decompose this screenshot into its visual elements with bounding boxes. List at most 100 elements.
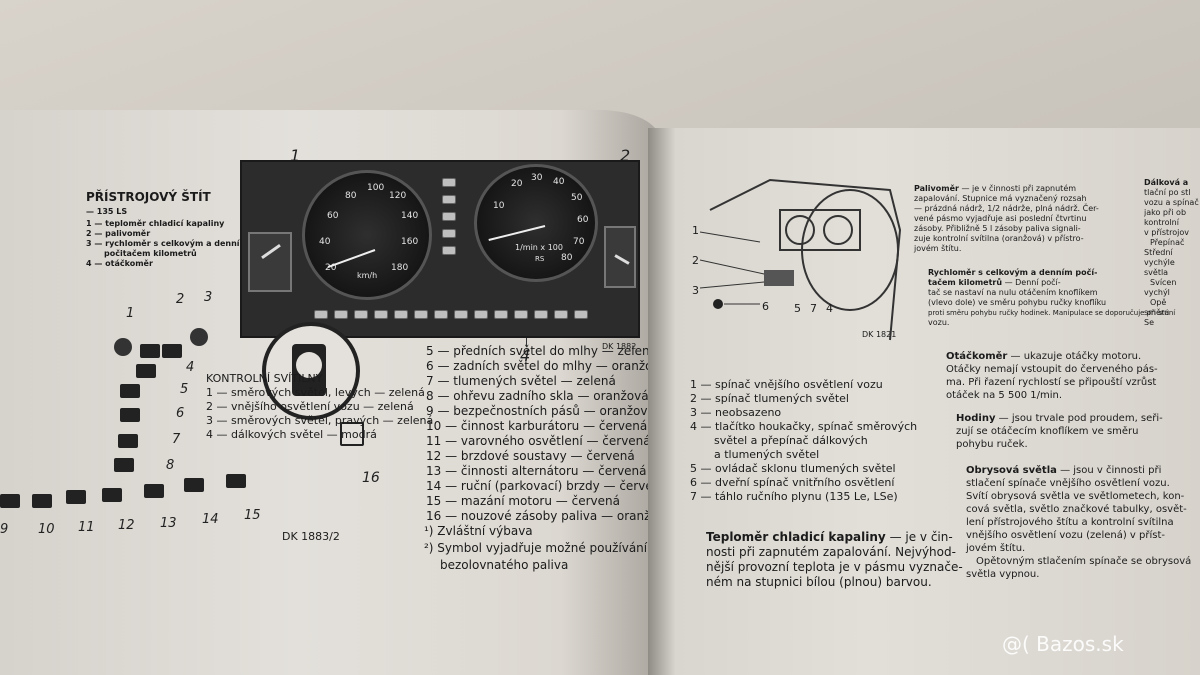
paragraph-line: — jsou v činnosti při — [1056, 465, 1162, 476]
fuel-reserve-large-icon — [262, 322, 360, 420]
diagram-number: 4 — [186, 360, 195, 375]
warning-lamp — [414, 310, 428, 319]
paragraph-line: — prázdná nádrž, 1/2 nádrže, plná nádrž.… — [914, 204, 1099, 213]
speedo-unit: km/h — [357, 271, 378, 280]
indicator-heading: KONTROLNÍ SVÍTILNY — [206, 372, 323, 385]
legend-line: 4 — otáčkoměr — [86, 259, 153, 268]
obrysova-paragraph: Obrysová světla — jsou v činnosti při st… — [966, 464, 1191, 581]
teplomer-paragraph: Teploměr chladicí kapaliny — je v čin- n… — [706, 530, 963, 590]
diagram-number: 2 — [176, 292, 185, 307]
rychlomer-title: Rychloměr s celkovým a denním počí- — [928, 268, 1098, 277]
rychlomer-paragraph: Rychloměr s celkovým a denním počí- tače… — [928, 268, 1175, 328]
cluster-code: DK 1882 — [602, 342, 637, 351]
tacho-tick: 60 — [577, 215, 589, 225]
footnote-line: bezolovnatého paliva — [440, 558, 569, 572]
dash-legend-line: 3 — neobsazeno — [690, 406, 782, 419]
warning-lamp — [474, 310, 488, 319]
footnotes: ¹) Zvláštní výbava ²) Symbol vyjadřuje m… — [424, 524, 647, 573]
paragraph-line: (vlevo dole) ve směru pohybu ručky knofl… — [928, 298, 1107, 307]
tacho-tick: 40 — [553, 177, 565, 187]
diagram-number: 16 — [362, 470, 380, 486]
speedo-tick: 160 — [401, 237, 419, 247]
paragraph-line: Přepínač — [1150, 238, 1185, 247]
seatbelt-icon — [0, 494, 20, 508]
legend-line: počitačem kilometrů — [104, 249, 197, 258]
callout-number: 1 — [290, 146, 301, 165]
diagram-number: 11 — [78, 520, 95, 535]
dash-callout: 6 — [762, 300, 769, 313]
paragraph-line: — je v činnosti při zapnutém — [958, 184, 1077, 193]
indicator-line: 8 — ohřevu zadního skla — oranžová — [426, 389, 649, 403]
paragraph-line: — ukazuje otáčky motoru. — [1007, 351, 1142, 362]
diagram-number: 15 — [244, 508, 261, 523]
paragraph-line: tlační po stl — [1144, 188, 1191, 197]
diagram-number: 12 — [118, 518, 135, 533]
dash-legend-line: 6 — dveřní spínač vnitřního osvětlení — [690, 476, 895, 489]
paragraph-line: lení přístrojového štítu a kontrolní sví… — [966, 517, 1174, 528]
fog-light-rear-icon — [120, 408, 140, 422]
paragraph-line: nosti při zapnutém zapalování. Nejvýhod- — [706, 545, 956, 559]
paragraph-line: jovém štítu. — [966, 543, 1026, 554]
paragraph-line: zásoby. Přibližně 5 l zásoby paliva sign… — [914, 224, 1081, 233]
oil-pressure-icon — [226, 474, 246, 488]
high-beam-icon — [136, 364, 156, 378]
fuel-reserve-small-icon — [340, 422, 364, 446]
teplomer-title: Teploměr chladicí kapaliny — [706, 530, 886, 544]
paragraph-line: proti směru pohybu ručky hodinek. Manipu… — [928, 309, 1176, 317]
left-turn-icon — [114, 338, 132, 356]
warning-lamp — [554, 310, 568, 319]
indicator-line: 16 — nouzové zásoby paliva — oranžová²) — [426, 509, 682, 523]
speedo-tick: 140 — [401, 211, 419, 221]
dash-callout: 3 — [692, 284, 699, 297]
dash-gauge-right — [823, 215, 853, 245]
paragraph-line: pohybu ruček. — [956, 439, 1028, 450]
hodiny-title: Hodiny — [956, 413, 996, 424]
fuel-gauge — [604, 226, 636, 288]
warning-lamp — [354, 310, 368, 319]
speedo-tick: 180 — [391, 263, 409, 273]
right-page — [648, 128, 1200, 675]
paragraph-line: zuje kontrolní svítilna (oranžová) v pří… — [914, 234, 1084, 243]
outside-light-icon — [140, 344, 160, 358]
warning-lamp — [394, 310, 408, 319]
warning-lamp — [574, 310, 588, 319]
temperature-gauge — [248, 232, 292, 292]
callout-line — [699, 231, 761, 243]
dash-cluster-outline — [779, 209, 861, 251]
cluster-legend: 1 — teploměr chladicí kapaliny 2 — paliv… — [86, 219, 248, 269]
diagram-number: 10 — [38, 522, 55, 537]
diagram-number: 3 — [204, 290, 213, 305]
dash-outline — [709, 178, 902, 341]
speedo-tick: 80 — [345, 191, 357, 201]
paragraph-line: v přístrojov — [1144, 228, 1190, 237]
fog-light-front-icon — [120, 384, 140, 398]
paragraph-line: Opětovným stlačením spínače se obrysová — [976, 556, 1192, 567]
rychlomer-title-2: tačem kilometrů — [928, 278, 1003, 287]
paragraph-line: zují se otáčecím knoflíkem ve směru — [956, 426, 1139, 437]
tacho-note: RS — [535, 255, 545, 263]
indicator-column — [434, 172, 464, 272]
indicator-line: 12 — brzdové soustavy — červená — [426, 449, 635, 463]
dash-legend-line: světel a přepínač dálkových — [714, 434, 868, 447]
dash-legend-line: 5 — ovládač sklonu tlumených světel — [690, 462, 896, 475]
speedo-tick: 40 — [319, 237, 331, 247]
speedo-tick: 60 — [327, 211, 339, 221]
brake-system-icon — [102, 488, 122, 502]
paragraph-line: Se — [1144, 318, 1154, 327]
dash-code: DK 1821 — [862, 330, 897, 339]
dalkova-title: Dálková a — [1144, 178, 1189, 187]
tacho-needle — [488, 225, 546, 242]
callout-number: 4 — [520, 346, 531, 365]
hazard-icon — [66, 490, 86, 504]
callout-line — [699, 281, 765, 289]
right-turn-icon — [190, 328, 208, 346]
tachometer: 20 10 30 40 50 60 70 80 1/min x 100 RS — [474, 164, 598, 282]
diagram-number: 1 — [126, 306, 135, 321]
paragraph-line: cová světla, světlo značkové tabulky, os… — [966, 504, 1187, 515]
dash-legend-line: 2 — spínač tlumených světel — [690, 392, 849, 405]
steering-wheel — [801, 189, 899, 311]
paragraph-line: — je v čin- — [885, 530, 953, 544]
dash-legend-line: a tlumených světel — [714, 448, 820, 461]
speedo-tick: 120 — [389, 191, 407, 201]
paragraph-line: Svícen — [1150, 278, 1177, 287]
